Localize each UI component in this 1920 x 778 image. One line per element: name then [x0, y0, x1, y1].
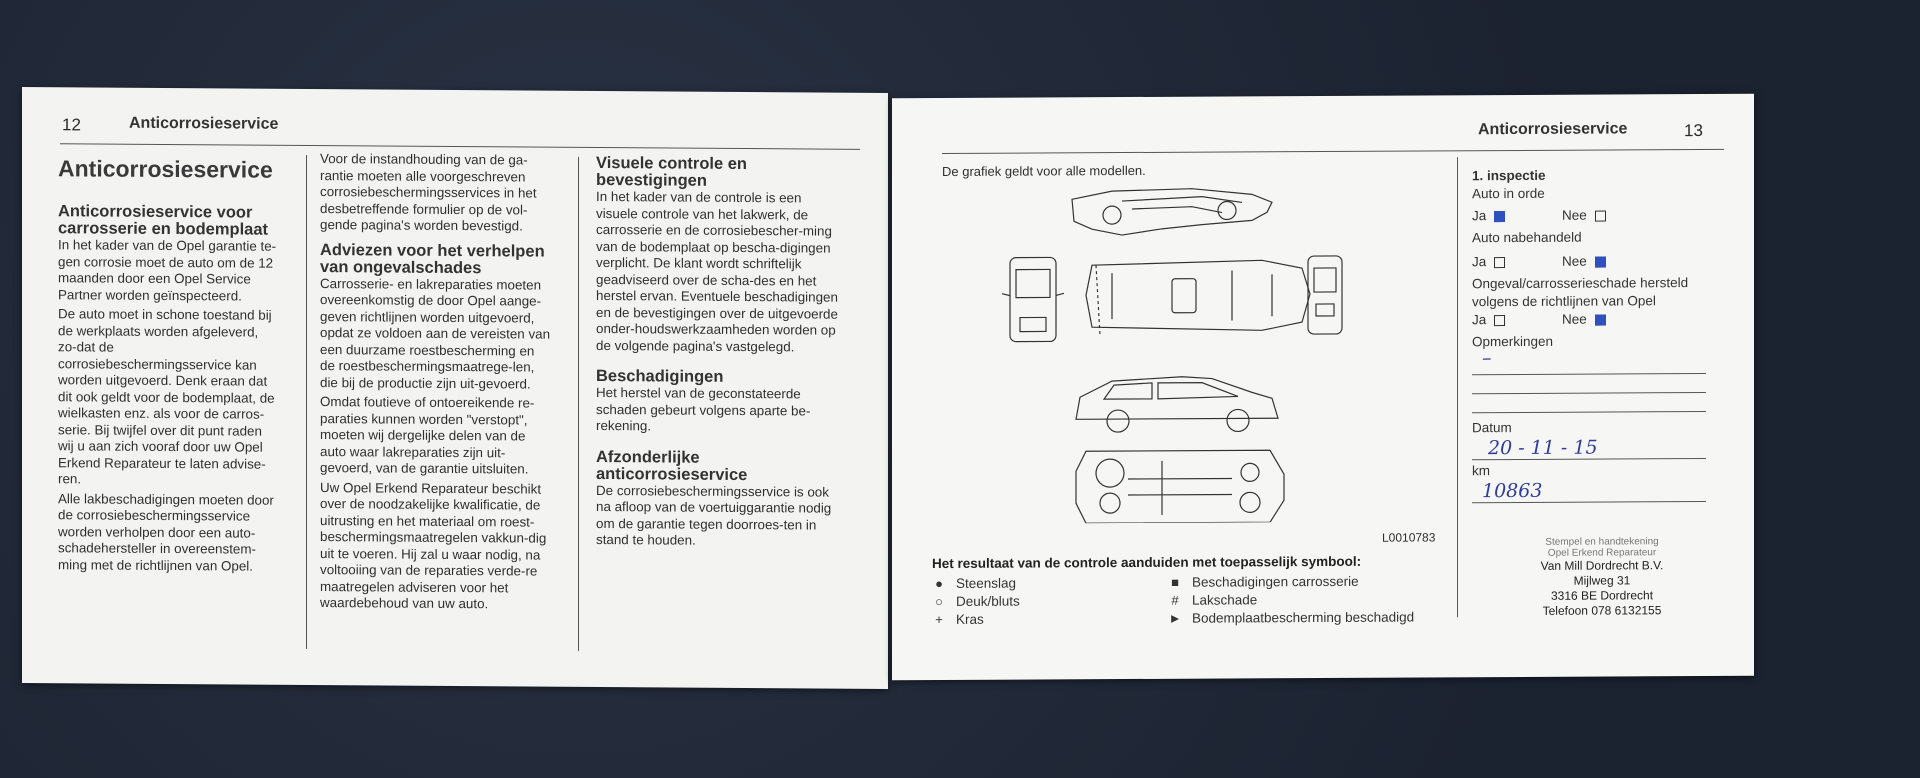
question-ongeval: Ongeval/carrosserieschade hersteld volge… [1472, 275, 1689, 310]
stamp-line: Telefoon 078 6132155 [1542, 603, 1662, 618]
checkbox-nee[interactable] [1594, 210, 1606, 222]
form-divider [1457, 157, 1458, 618]
car-diagram [1002, 188, 1343, 524]
option-nee[interactable]: Nee [1562, 207, 1606, 225]
legend-item: + Kras [932, 612, 984, 627]
option-ja[interactable]: Ja [1472, 311, 1562, 329]
symbol-lakschade-icon: # [1171, 592, 1179, 608]
symbol-kras-icon: + [935, 611, 943, 628]
car-underbody-view [1075, 449, 1285, 524]
paragraph: Omdat foutieve of ontoereikende re-parat… [320, 394, 535, 477]
legend-title: Het resultaat van de controle aanduiden … [932, 553, 1362, 572]
remarks-line [1472, 410, 1706, 414]
paragraph: Alle lakbeschadigingen moeten door de co… [58, 490, 274, 574]
car-top-view [1085, 259, 1311, 336]
symbol-steenslag-icon: ● [935, 575, 943, 592]
car-top-side-view [1071, 188, 1273, 236]
remarks-line [1472, 391, 1706, 395]
option-nee[interactable]: Nee [1562, 311, 1606, 329]
column-1: Anticorrosieservice Anticorrosieservice … [58, 155, 280, 578]
column-divider [306, 154, 307, 649]
remarks-label: Opmerkingen [1472, 333, 1554, 350]
checkbox-nee[interactable] [1594, 314, 1606, 326]
legend-item: # Lakschade [1168, 592, 1257, 607]
paragraph: In het kader van de controle is een visu… [596, 188, 838, 354]
answer-row: Ja Nee [1472, 252, 1712, 271]
diagram-caption: De grafiek geldt voor alle modellen. [942, 162, 1146, 179]
inspection-form: 1. inspectie Auto in orde Ja Nee Auto na… [1472, 166, 1712, 504]
header-rule-left [60, 143, 860, 150]
checkbox-ja[interactable] [1494, 210, 1506, 223]
legend-label: Lakschade [1192, 592, 1258, 608]
diagram-code: L0010783 [1382, 530, 1436, 545]
legend-item: ► Bodemplaatbescherming beschadigd [1168, 609, 1415, 626]
paragraph: De auto moet in schone toestand bij de w… [58, 306, 275, 487]
checkbox-nee[interactable] [1594, 256, 1606, 268]
car-side-view [1075, 376, 1279, 433]
column-2: Voor de instandhouding van de ga-rantie … [320, 151, 552, 616]
heading-visuele-controle: Visuele controle en bevestigingen [596, 153, 747, 190]
dealer-stamp: Stempel en handtekening Opel Erkend Repa… [1502, 536, 1702, 619]
paragraph: In het kader van de Opel garantie te-gen… [58, 237, 277, 304]
legend-label: Kras [956, 611, 984, 627]
heading-beschadigingen: Beschadigingen [596, 366, 724, 386]
legend-label: Bodemplaatbescherming beschadigd [1192, 609, 1415, 626]
legend-label: Beschadigingen carrosserie [1192, 573, 1359, 590]
date-label: Datum [1472, 420, 1512, 436]
page-title: Anticorrosieservice [58, 155, 273, 183]
heading-afzonderlijke: Afzonderlijke anticorrosieservice [596, 447, 748, 484]
stamp-line: Van Mill Dordrecht B.V. [1540, 558, 1664, 573]
checkbox-ja[interactable] [1494, 314, 1506, 327]
car-front-view [1002, 256, 1065, 343]
remarks-value[interactable]: – [1482, 347, 1492, 370]
remarks-line [1472, 372, 1706, 376]
paragraph: Uw Opel Erkend Reparateur beschikt over … [320, 479, 547, 612]
checkbox-ja[interactable] [1494, 256, 1506, 269]
column-divider [578, 156, 579, 651]
symbol-deuk-icon: ○ [935, 593, 943, 610]
intro-paragraph: Voor de instandhouding van de ga-rantie … [320, 151, 537, 234]
legend-label: Deuk/bluts [956, 593, 1020, 609]
running-head-right: Anticorrosieservice [1478, 120, 1628, 139]
page-number-right: 13 [1684, 121, 1703, 141]
option-nee[interactable]: Nee [1562, 253, 1606, 271]
km-value[interactable]: 10863 [1482, 479, 1543, 503]
symbol-beschadiging-icon: ■ [1171, 574, 1179, 590]
stamp-line: 3316 BE Dordrecht [1550, 588, 1654, 603]
heading-ongevalschades: Adviezen voor het verhelpen van ongevals… [320, 240, 545, 277]
page-number-left: 12 [62, 115, 81, 135]
column-3: Visuele controle en bevestigingen In het… [596, 153, 842, 553]
heading-carrosserie: Anticorrosieservice voor carrosserie en … [58, 202, 269, 239]
legend-item: ● Steenslag [932, 576, 1016, 591]
header-rule-right [942, 148, 1724, 154]
legend-item: ○ Deuk/bluts [932, 594, 1020, 609]
paragraph: Het herstel van de geconstateerde schade… [596, 384, 811, 434]
question-auto-in-orde: Auto in orde [1472, 185, 1545, 202]
right-page: Anticorrosieservice 13 De grafiek geldt … [892, 93, 1754, 681]
symbol-bodemplaat-icon: ► [1168, 610, 1182, 626]
answer-row: Ja Nee [1472, 310, 1712, 329]
legend-item: ■ Beschadigingen carrosserie [1168, 574, 1359, 590]
running-head-left: Anticorrosieservice [129, 114, 279, 133]
answer-row: Ja Nee [1472, 206, 1712, 225]
option-ja[interactable]: Ja [1472, 207, 1562, 225]
paragraph: Carrosserie- en lakreparaties moeten ove… [320, 275, 551, 392]
inspection-title: 1. inspectie [1472, 167, 1546, 184]
option-ja[interactable]: Ja [1472, 253, 1562, 271]
question-nabehandeld: Auto nabehandeld [1472, 229, 1582, 246]
left-page: 12 Anticorrosieservice Anticorrosieservi… [22, 86, 888, 690]
paragraph: De corrosiebeschermingsservice is ook na… [596, 482, 832, 548]
car-rear-view [1307, 255, 1343, 335]
date-value[interactable]: 20 - 11 - 15 [1488, 436, 1598, 460]
legend-label: Steenslag [956, 575, 1017, 591]
stamp-line: Mijlweg 31 [1573, 573, 1631, 588]
km-label: km [1472, 463, 1490, 479]
